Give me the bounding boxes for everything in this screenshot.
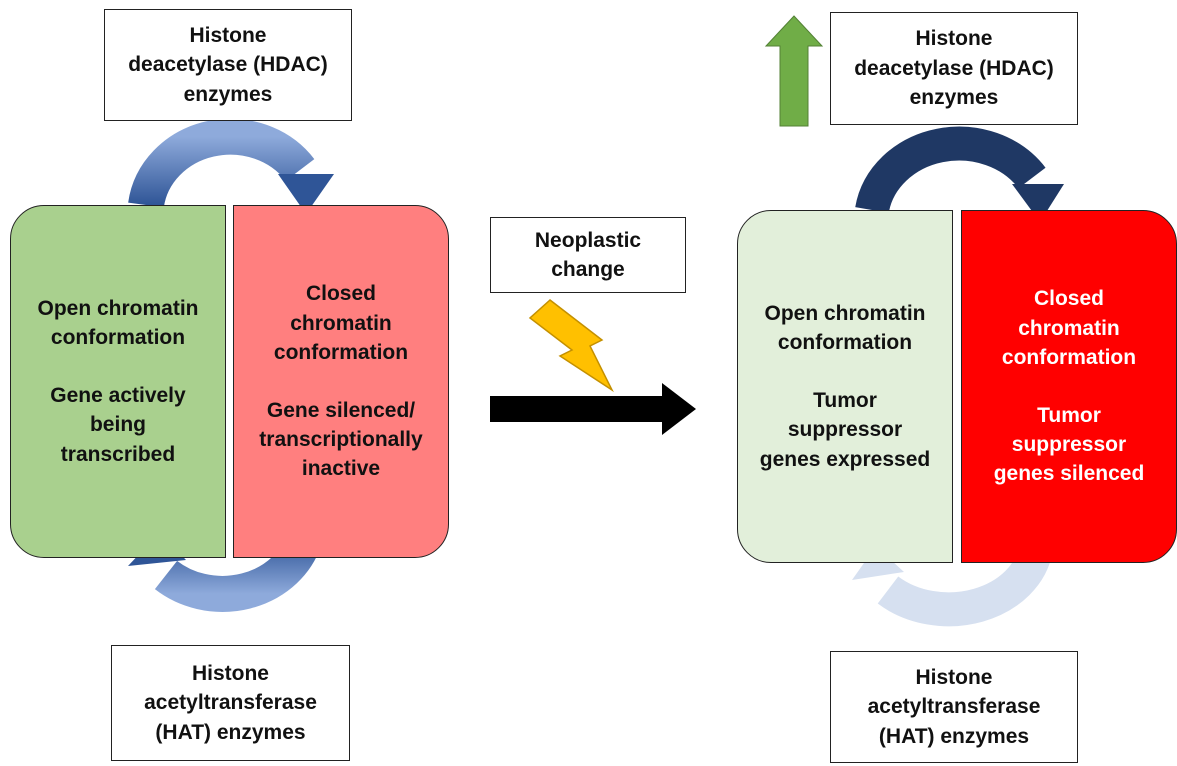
left-open-title: Open chromatin conformation xyxy=(37,297,199,350)
right-open-chromatin-panel: Open chromatin conformation Tumor suppre… xyxy=(737,210,953,563)
right-closed-status: Tumor suppressor genes silenced xyxy=(993,403,1145,486)
right-hat-label: Histone acetyltransferase (HAT) enzymes xyxy=(867,665,1041,748)
left-hdac-arrowhead-icon xyxy=(278,174,334,214)
right-hat-curved-arrow xyxy=(852,544,1053,627)
left-hdac-curved-arrow xyxy=(128,118,334,214)
left-hat-label: Histone acetyltransferase (HAT) enzymes xyxy=(144,661,317,744)
right-hdac-arrowhead-icon xyxy=(1012,184,1064,222)
right-hat-arrowhead-icon xyxy=(852,546,904,580)
lightning-bolt-icon xyxy=(528,299,614,393)
left-closed-status: Gene silenced/ transcriptionally inactiv… xyxy=(259,398,423,481)
right-closed-title: Closed chromatin conformation xyxy=(1001,287,1137,370)
right-arrow-icon xyxy=(490,383,696,435)
left-hdac-label: Histone deacetylase (HDAC) enzymes xyxy=(128,23,328,106)
right-open-title: Open chromatin conformation xyxy=(764,302,926,355)
right-closed-chromatin-panel: Closed chromatin conformation Tumor supp… xyxy=(961,210,1177,563)
left-closed-title: Closed chromatin conformation xyxy=(273,282,409,365)
left-closed-chromatin-panel: Closed chromatin conformation Gene silen… xyxy=(233,205,449,558)
up-arrow-icon xyxy=(764,15,824,127)
left-open-chromatin-panel: Open chromatin conformation Gene activel… xyxy=(10,205,226,558)
neoplastic-change-label-box: Neoplastic change xyxy=(490,217,686,293)
right-hat-label-box: Histone acetyltransferase (HAT) enzymes xyxy=(830,651,1078,763)
right-hdac-label-box: Histone deacetylase (HDAC) enzymes xyxy=(830,12,1078,125)
left-open-status: Gene actively being transcribed xyxy=(50,383,186,466)
left-hdac-label-box: Histone deacetylase (HDAC) enzymes xyxy=(104,9,352,121)
right-hdac-curved-arrow xyxy=(855,126,1064,222)
right-hdac-label: Histone deacetylase (HDAC) enzymes xyxy=(854,27,1054,110)
left-hat-label-box: Histone acetyltransferase (HAT) enzymes xyxy=(111,645,350,761)
neoplastic-change-label: Neoplastic change xyxy=(534,228,642,281)
right-open-status: Tumor suppressor genes expressed xyxy=(759,388,931,471)
